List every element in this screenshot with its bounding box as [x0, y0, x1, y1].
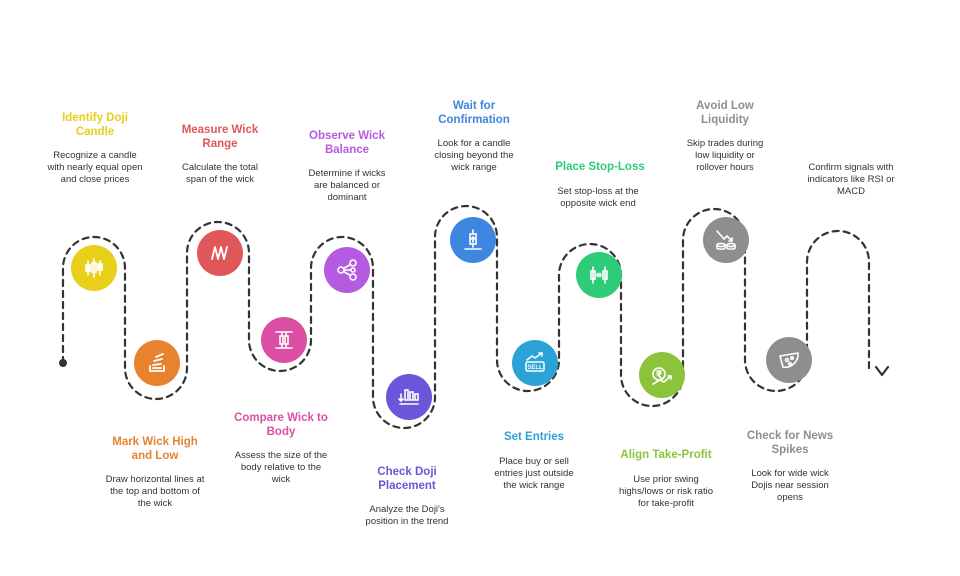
- step-node-check-placement[interactable]: [386, 374, 432, 420]
- candle-up-icon: [464, 229, 482, 250]
- step-node-observe-balance[interactable]: [324, 247, 370, 293]
- bar-chart-down-icon: [398, 389, 419, 405]
- step-node-mark-wick[interactable]: [134, 340, 180, 386]
- path-end-arrow: [874, 365, 890, 377]
- step-title-mark-wick: Mark Wick High and Low: [112, 436, 198, 462]
- step-title-check-news: Check for News Spikes: [746, 430, 834, 456]
- step-node-compare-wick[interactable]: [261, 317, 307, 363]
- coins-down-icon: [716, 230, 736, 250]
- step-node-measure-wick[interactable]: [197, 230, 243, 276]
- step-description-place-stop: Set stop-loss at the opposite wick end: [557, 186, 639, 209]
- candles-arrows-icon: [590, 266, 608, 284]
- compare-arrows-icon: [275, 331, 293, 349]
- step-node-avoid-liquidity[interactable]: [703, 217, 749, 263]
- stack-overflow-icon: [149, 353, 165, 372]
- svg-text:SELL: SELL: [527, 365, 543, 371]
- step-title-observe-balance: Observe Wick Balance: [309, 130, 385, 156]
- step-description-check-news: Look for wide wick Dojis near session op…: [751, 468, 829, 503]
- sell-sign-icon: SELL: [525, 352, 545, 372]
- candlestick-icon: [85, 258, 103, 278]
- rupee-growth-icon: [652, 367, 672, 385]
- step-title-align-take-profit: Align Take-Profit: [620, 449, 712, 461]
- step-description-avoid-liquidity: Skip trades during low liquidity or roll…: [686, 138, 764, 173]
- step-description-wait-confirmation: Look for a candle closing beyond the wic…: [434, 138, 514, 173]
- step-node-place-stop[interactable]: [576, 252, 622, 298]
- step-description-align-take-profit: Use prior swing highs/lows or risk ratio…: [619, 474, 713, 509]
- spring-icon: [211, 246, 228, 260]
- step-title-compare-wick: Compare Wick to Body: [234, 412, 328, 438]
- step-title-avoid-liquidity: Avoid Low Liquidity: [696, 100, 754, 126]
- step-node-align-take-profit[interactable]: [639, 352, 685, 398]
- step-title-check-placement: Check Doji Placement: [377, 466, 437, 492]
- step-title-place-stop: Place Stop-Loss: [555, 161, 645, 173]
- share-nodes-icon: [337, 259, 357, 281]
- step-description-observe-balance: Determine if wicks are balanced or domin…: [308, 168, 386, 203]
- step-title-measure-wick: Measure Wick Range: [181, 124, 259, 150]
- step-node-wait-confirmation[interactable]: [450, 217, 496, 263]
- step-node-set-entries[interactable]: SELL: [512, 340, 558, 386]
- step-description-set-entries: Place buy or sell entries just outside t…: [494, 456, 574, 491]
- step-title-identify-doji: Identify Doji Candle: [62, 112, 128, 138]
- step-description-identify-doji: Recognize a candle with nearly equal ope…: [47, 150, 143, 185]
- step-title-wait-confirmation: Wait for Confirmation: [438, 100, 510, 126]
- step-description-confirm-signals: Confirm signals with indicators like RSI…: [807, 162, 895, 197]
- step-description-measure-wick: Calculate the total span of the wick: [181, 162, 259, 185]
- step-node-check-news[interactable]: [766, 337, 812, 383]
- step-description-mark-wick: Draw horizontal lines at the top and bot…: [105, 474, 205, 509]
- step-title-set-entries: Set Entries: [503, 431, 565, 443]
- step-description-check-placement: Analyze the Doji's position in the trend: [365, 504, 449, 527]
- pizza-slice-icon: [779, 352, 799, 369]
- step-description-compare-wick: Assess the size of the body relative to …: [234, 450, 328, 485]
- path-start-dot: [59, 359, 67, 367]
- step-node-identify-doji[interactable]: [71, 245, 117, 291]
